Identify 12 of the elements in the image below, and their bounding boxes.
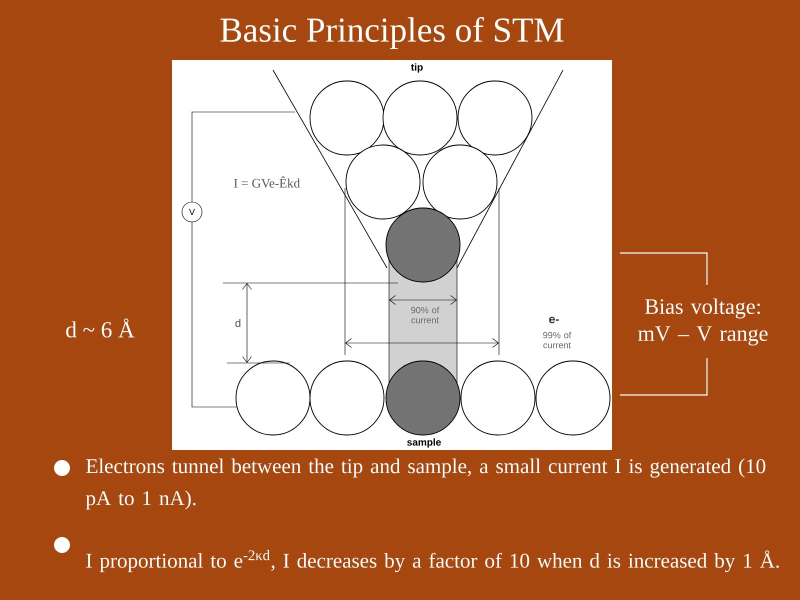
- bullet-text: I proportional to e$^{-2κd}$, I decreases by a factor of 10 when d is increased by 1 Å.: [86, 550, 779, 572]
- electron-label: e-: [549, 316, 559, 324]
- tip-label: tip: [411, 63, 423, 73]
- percentage-label: 99% of current: [543, 332, 572, 348]
- title: Basic Principles of STM: [220, 16, 564, 50]
- percentage-label: 90% of current: [411, 306, 440, 324]
- formula: I = GVe-Êkd: [234, 176, 300, 188]
- bullet-text: Electrons tunnel between the tip and sample, a small current I is generated (10 pA to 1 nA).: [86, 458, 766, 510]
- dimension-label: d: [235, 318, 240, 328]
- sample-label: sample: [407, 438, 441, 448]
- distance-label: d ~ 6 Å: [66, 318, 134, 338]
- bias-voltage-label: Bias voltage: mV – V range: [622, 298, 784, 346]
